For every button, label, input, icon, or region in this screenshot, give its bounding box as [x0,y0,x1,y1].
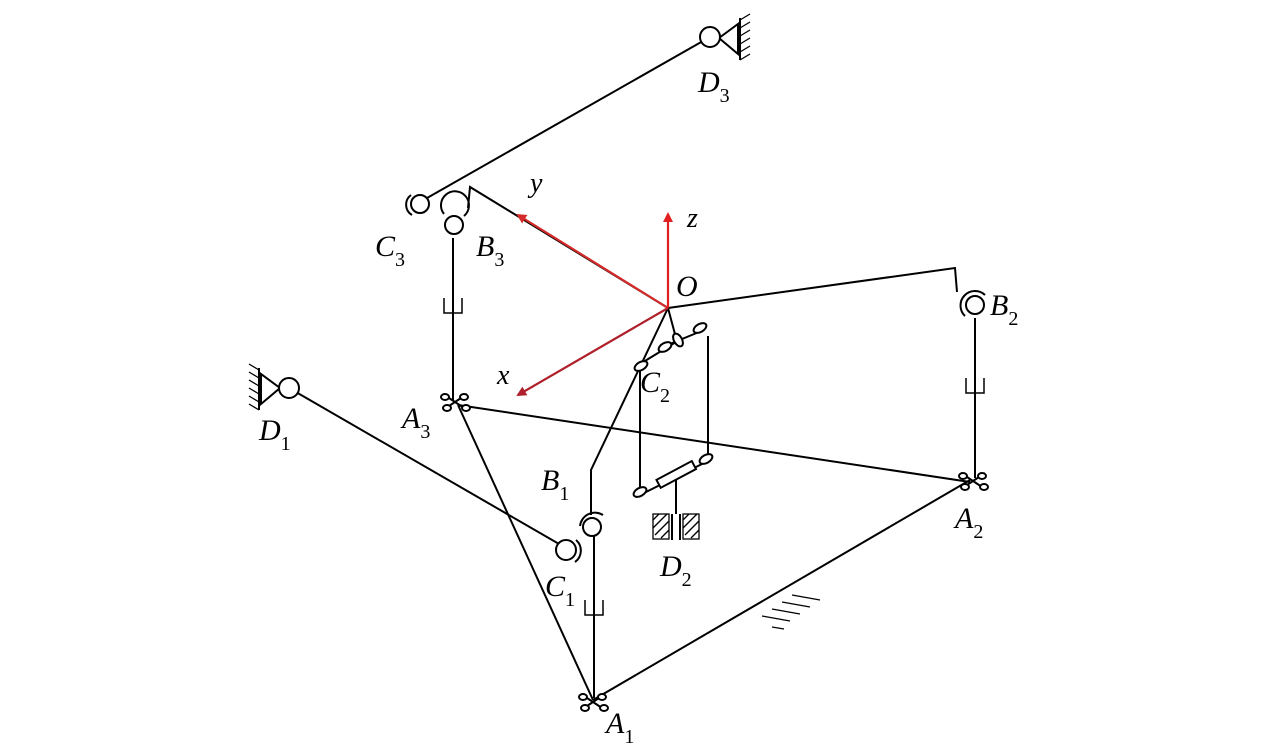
central-parallelogram [632,307,714,514]
label-c1: C1 [545,570,575,611]
label-c3: C3 [375,230,405,271]
joint-b3 [439,190,470,235]
link-o-b2 [667,266,958,309]
label-b3: B3 [476,230,504,271]
coordinate-axes [516,212,673,397]
ground-support-d1 [248,363,300,411]
link-a1-a2 [592,479,971,701]
leg-2 [965,318,985,478]
link-a3-a2 [457,404,971,483]
label-a2: A2 [953,502,983,543]
joint-b2 [959,290,986,317]
joint-a1 [578,693,609,712]
z-axis-label: z [686,203,698,234]
joint-d1 [278,377,300,399]
link-o-b1 [590,307,669,515]
label-d2: D2 [659,550,692,591]
label-b2: B2 [990,289,1018,330]
joint-c3 [405,194,430,216]
label-d3: D3 [697,66,730,107]
joint-d3 [699,26,721,48]
label-d1: D1 [258,414,291,455]
leg-3 [443,238,463,400]
x-axis-arrow [516,307,669,397]
link-a3-a1 [457,404,594,701]
joint-b1 [579,511,604,537]
origin-label: O [676,270,698,303]
label-a3: A3 [400,402,430,443]
label-c2: C2 [640,366,670,407]
link-d1-c1 [288,387,567,549]
ground-support-d2 [652,513,700,540]
base-triangle [457,404,971,701]
leg-1 [584,535,604,698]
x-axis-label: x [496,360,510,391]
label-a1: A1 [604,707,634,748]
joint-a2 [958,472,989,491]
ground-hatch [761,594,821,630]
ground-support-d3 [699,13,751,61]
joint-c1 [555,539,582,563]
label-b1: B1 [541,464,569,505]
y-axis-arrow [516,213,669,309]
y-axis-label: y [527,168,543,199]
joint-a3 [440,393,471,412]
link-c3-d3 [419,36,711,203]
